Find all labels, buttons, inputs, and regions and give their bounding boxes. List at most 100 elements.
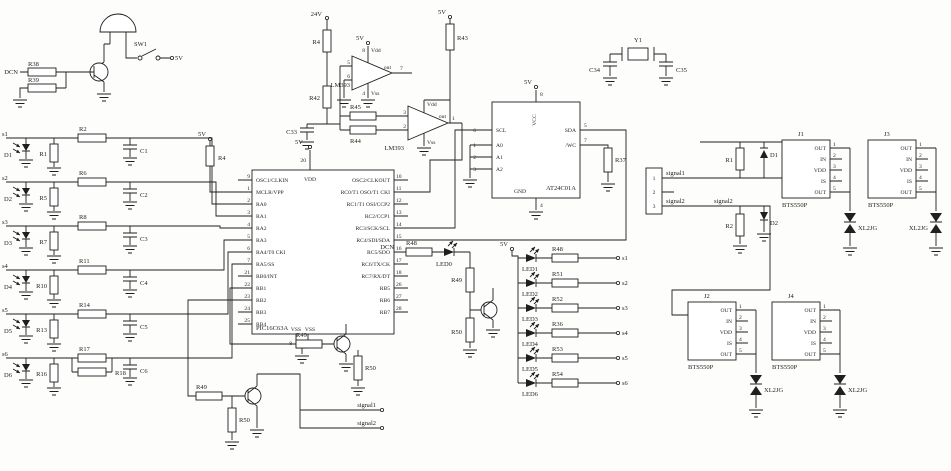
led-icon — [526, 304, 536, 312]
ref-label: J3 — [884, 131, 890, 138]
net-label: s5 — [2, 307, 8, 314]
pin-name: IS — [821, 179, 826, 185]
pin-num: 2 — [473, 155, 476, 161]
pin-num: 6 — [473, 128, 476, 134]
resistor-r43 — [445, 23, 455, 51]
rb-label: R6 — [79, 170, 87, 177]
photodiode-icon — [22, 364, 30, 371]
tvs-icon — [750, 375, 762, 384]
pin-num: 4 — [919, 175, 922, 181]
output-link-section: 1 2 3 signal1 signal2 signal2 R1 D1 R2 D… — [645, 141, 782, 316]
r50-label: R50 — [451, 329, 462, 336]
comparator-section: 24V R4 R42 C33 5 6 out 7 Vdd 8 5V Vss 4 … — [286, 9, 468, 193]
net-label-signal2: signal2 — [357, 420, 376, 427]
resistor-r48 — [405, 247, 433, 257]
net-label-5v: 5V — [198, 131, 206, 138]
pin-num: 2 — [739, 315, 742, 321]
input-channel-3: s3 D3 R7 R8 C3 — [2, 214, 238, 264]
pin-name: IN — [810, 319, 816, 325]
r39-label: R39 — [28, 77, 39, 84]
conn-pin: 2 — [653, 190, 656, 196]
crystal-icon — [627, 47, 649, 61]
r4-label: R4 — [218, 155, 226, 162]
pin-num: 15 — [396, 234, 402, 240]
pin-num: 12 — [396, 198, 402, 204]
pin-num: 8 — [540, 92, 543, 98]
net-label: s6 — [2, 351, 9, 358]
part-label: BTS550P — [782, 202, 808, 209]
diode-label: D2 — [4, 196, 12, 203]
pin-name: RA4/T0 CKI — [256, 250, 286, 256]
diode-d1-icon — [760, 150, 768, 158]
r2-label: R2 — [725, 223, 733, 230]
ra-label: R13 — [36, 327, 47, 334]
led0-label: LED0 — [436, 261, 452, 268]
net-label: s5 — [622, 355, 628, 362]
pin-num: 3 — [919, 164, 922, 170]
stage-b: R49 R50 signal1 signal2 — [187, 299, 384, 450]
pin-name: RA3 — [256, 238, 267, 244]
diode-d2-icon — [760, 212, 768, 220]
net-label: s1 — [2, 131, 8, 138]
pin-num: 7 — [247, 258, 250, 264]
resistor-r18 — [77, 367, 107, 377]
driver-body — [781, 139, 831, 199]
vdd-label: VDD — [304, 177, 316, 183]
rb-label: R14 — [79, 302, 91, 309]
out-label: out — [439, 114, 447, 120]
cap-label: C2 — [140, 192, 148, 199]
pin-name: RC6/TX/CK — [361, 262, 390, 268]
diode-label: D1 — [4, 152, 12, 159]
y1-label: Y1 — [634, 37, 642, 44]
tvs-icon — [930, 224, 942, 233]
led-icon — [526, 354, 536, 362]
tvs-icon — [844, 213, 856, 222]
vdd-label: Vdd — [427, 102, 437, 108]
pin-name: IN — [820, 157, 826, 163]
pin-num: 4 — [362, 91, 365, 97]
ref-label: J2 — [704, 293, 710, 300]
r49-label: R49 — [296, 332, 307, 339]
pin-name: RB7 — [380, 310, 390, 316]
d1-label: D1 — [770, 152, 778, 159]
pin-num: 14 — [396, 222, 402, 228]
input-channel-1: s1 D1 R1 R2 C1 — [2, 126, 238, 205]
ra-label: R10 — [36, 283, 47, 290]
pin-name: VDD — [804, 330, 816, 336]
pin-num: 2 — [919, 153, 922, 159]
net-label: s3 — [2, 219, 8, 226]
pin-num: 6 — [347, 74, 350, 80]
pin-name: OUT — [805, 308, 817, 314]
pin-num: 5 — [739, 348, 742, 354]
rb-label: R2 — [79, 126, 87, 133]
gnd-label: GND — [514, 189, 526, 195]
pin-name: RB4 — [256, 322, 266, 328]
c33-label: C33 — [286, 129, 297, 136]
pin-num: 5 — [823, 348, 826, 354]
pin-num: 25 — [244, 318, 250, 324]
pin-num: 3 — [473, 167, 476, 173]
eeprom-part-label: AT24C01A — [546, 185, 576, 192]
pin-num: 23 — [244, 294, 250, 300]
pin-num: 4 — [540, 203, 543, 209]
pin-name: OSC1/CLKIN — [256, 178, 288, 184]
resistor-r50b — [227, 407, 237, 433]
pin-name: /WC — [565, 143, 576, 149]
tvs-label: XL2JG — [848, 387, 867, 394]
ref-label: J1 — [798, 131, 804, 138]
rb-label: R8 — [79, 214, 87, 221]
net-label-5v: 5V — [500, 241, 508, 248]
cap-label: C4 — [140, 280, 148, 287]
tvs-icon — [834, 375, 846, 384]
res-label: R52 — [552, 296, 563, 303]
pin-num: 1 — [473, 143, 476, 149]
resistor-r38 — [27, 67, 57, 77]
part-label: BTS550P — [868, 202, 894, 209]
cap-label: C5 — [140, 324, 148, 331]
photodiode-icon — [22, 188, 30, 195]
r45-label: R45 — [350, 104, 361, 111]
pin-name: OUT — [721, 308, 733, 314]
tvs-icon — [930, 213, 942, 222]
out-label: out — [384, 65, 392, 71]
